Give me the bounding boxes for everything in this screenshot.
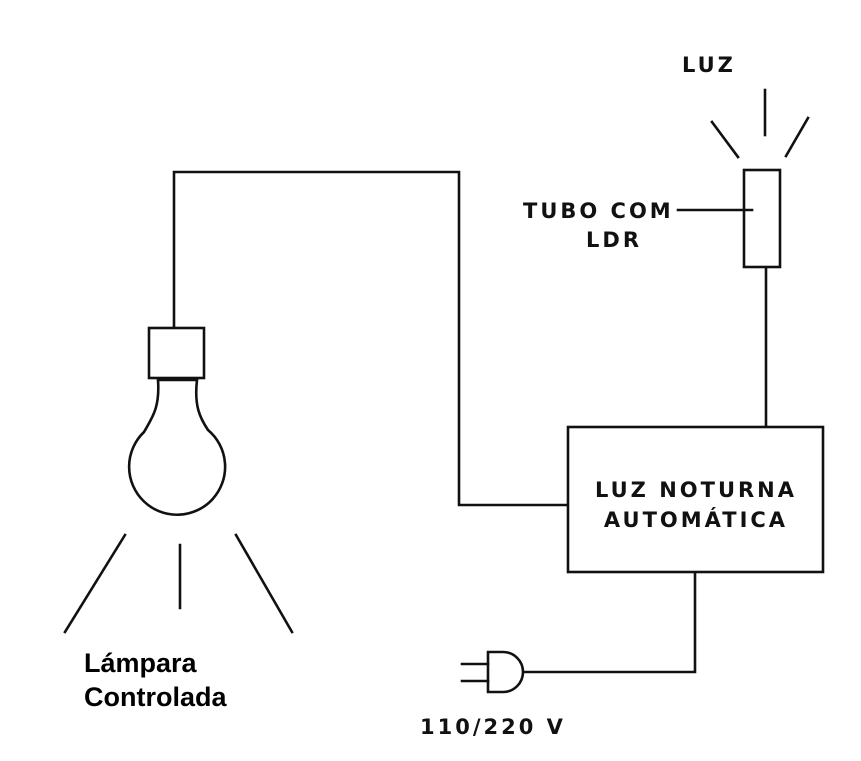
- wire-box-to-plug: [518, 570, 697, 674]
- ldr-tube: [742, 168, 782, 269]
- voltage-label: 110/220 V: [420, 715, 566, 739]
- lamp-bulb-icon: [127, 378, 227, 517]
- lamp-caption-line1: Lámpara: [84, 648, 198, 678]
- lamp-rays-icon: [63, 533, 294, 634]
- box-label-line1: LUZ NOTURNA: [595, 478, 797, 502]
- light-rays-icon: [710, 88, 810, 159]
- tube-label-line2: LDR: [586, 228, 642, 252]
- lamp-caption-line2: Controlada: [84, 682, 227, 712]
- lamp-socket: [147, 326, 206, 380]
- wire-lamp-to-box: [172, 170, 570, 507]
- control-box: [566, 425, 825, 574]
- box-label-line2: AUTOMÁTICA: [604, 507, 788, 532]
- tube-label-line1: TUBO COM: [523, 199, 674, 223]
- power-plug-icon: [460, 650, 525, 694]
- light-label: LUZ: [682, 53, 736, 77]
